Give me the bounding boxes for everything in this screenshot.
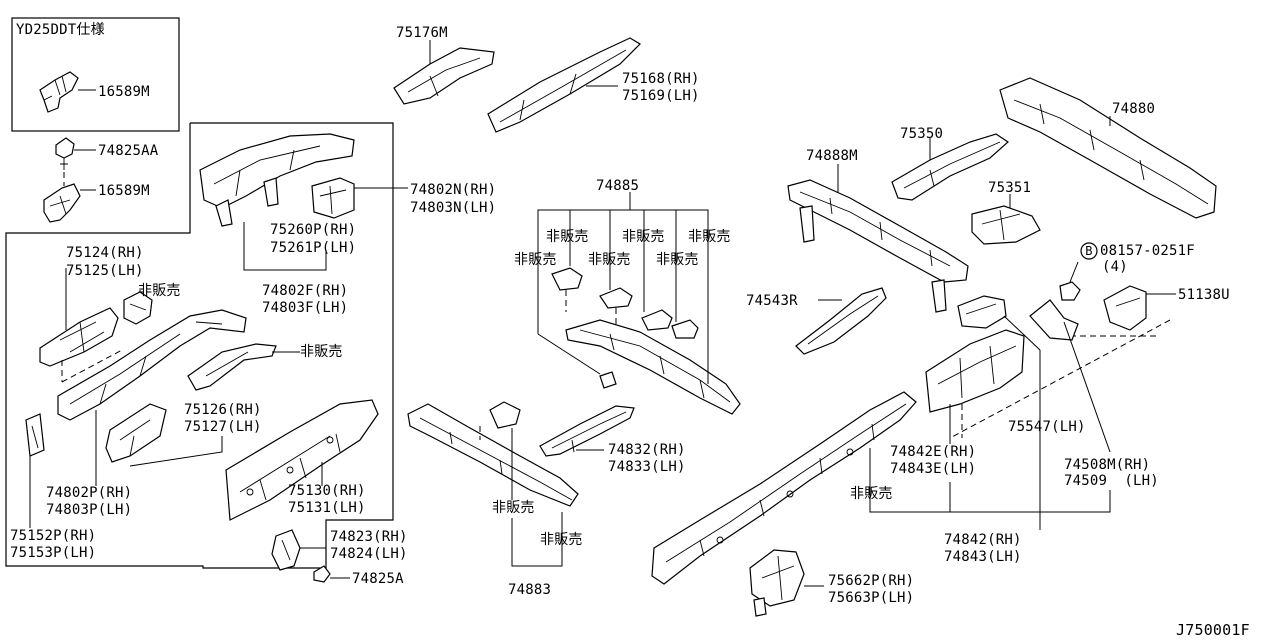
label-08157-qty: (4) (1102, 259, 1128, 275)
inset-frame (11, 17, 180, 132)
member-74883 (407, 401, 579, 567)
label-nonsale-1: 非販売 (138, 283, 181, 299)
label-74883: 74883 (508, 582, 552, 598)
label-75125: 75125(LH) (66, 263, 144, 279)
label-75152p: 75152P(RH) (10, 528, 97, 544)
panel-75130 (225, 399, 379, 521)
label-75127: 75127(LH) (184, 419, 262, 435)
member-74885 (537, 192, 741, 415)
bolt-08157 (1059, 242, 1098, 301)
label-75261p: 75261P(LH) (270, 240, 357, 256)
rail-74842 (651, 391, 1111, 585)
member-74832 (539, 405, 635, 457)
bracket-75662p (749, 549, 824, 617)
bracket-75260p (243, 177, 355, 271)
bracket-16589m-inset (39, 71, 96, 113)
dash-51138u (949, 319, 1171, 439)
label-74888m: 74888M (806, 148, 858, 164)
clip-74825aa (55, 137, 96, 170)
label-nonsale-3: 非販売 (546, 229, 589, 245)
inset-title: YD25DDT仕様 (16, 22, 105, 38)
label-nonsale-10: 非販売 (540, 532, 583, 548)
label-74843e: 74843E(LH) (890, 461, 977, 477)
label-75350: 75350 (900, 126, 944, 142)
label-74803f: 74803F(LH) (262, 300, 349, 316)
label-74825aa: 74825AA (98, 143, 159, 159)
label-74824: 74824(LH) (330, 546, 408, 562)
member-75350 (891, 133, 1009, 201)
label-75168: 75168(RH) (622, 71, 700, 87)
member-74880 (999, 77, 1217, 219)
label-74509: 74509 (LH) (1064, 473, 1159, 489)
member-75351 (971, 194, 1041, 245)
bracket-75547 (957, 295, 1041, 512)
label-08157: 08157-0251F (1100, 243, 1195, 259)
bracket-75152p (25, 413, 45, 528)
bracket-74823 (271, 529, 350, 583)
label-74833: 74833(LH) (608, 459, 686, 475)
label-nonsale-4: 非販売 (622, 229, 665, 245)
label-nonsale-11: 非販売 (850, 486, 893, 502)
label-74823: 74823(RH) (330, 529, 408, 545)
bracket-nonsale-1 (123, 290, 153, 325)
diagram-id: J750001F (1176, 621, 1250, 639)
label-16589m: 16589M (98, 183, 150, 199)
label-74802f: 74802F(RH) (262, 283, 349, 299)
label-nonsale-6: 非販売 (514, 252, 557, 268)
member-74888m (787, 164, 969, 313)
label-75663p: 75663P(LH) (828, 590, 915, 606)
member-74543r (795, 287, 887, 355)
label-75124: 75124(RH) (66, 245, 144, 261)
bolt-marker-letter: B (1085, 244, 1093, 258)
bracket-16589m (43, 172, 96, 223)
member-75124 (39, 268, 123, 383)
bracket-nonsale-2 (187, 343, 300, 391)
label-nonsale-5: 非販売 (688, 229, 731, 245)
label-51138u: 51138U (1178, 287, 1230, 303)
label-74880: 74880 (1112, 101, 1156, 117)
label-74842: 74842(RH) (944, 532, 1022, 548)
label-75260p: 75260P(RH) (270, 222, 357, 238)
member-74842e (925, 329, 1025, 444)
label-74508m: 74508M(RH) (1064, 457, 1151, 473)
label-74885: 74885 (596, 178, 640, 194)
label-75547: 75547(LH) (1008, 419, 1086, 435)
label-75131: 75131(LH) (288, 500, 366, 516)
label-75351: 75351 (988, 180, 1032, 196)
bolt-circle-marker (1080, 242, 1098, 260)
bracket-74508m (1029, 299, 1111, 453)
label-74842e: 74842E(RH) (890, 444, 977, 460)
label-nonsale-9: 非販売 (492, 500, 535, 516)
label-74802p: 74802P(RH) (46, 485, 133, 501)
label-nonsale-2: 非販売 (300, 344, 343, 360)
label-74832: 74832(RH) (608, 442, 686, 458)
member-75176m (393, 40, 495, 105)
label-75169: 75169(LH) (622, 88, 700, 104)
rail-74802p (57, 309, 247, 486)
rail-75168 (487, 37, 641, 133)
group-frame (5, 122, 394, 569)
label-16589m-inset: 16589M (98, 84, 150, 100)
bracket-51138u (1103, 285, 1176, 331)
label-nonsale-8: 非販売 (656, 252, 699, 268)
label-75176m: 75176M (396, 25, 448, 41)
member-75126 (105, 403, 223, 467)
label-74803n: 74803N(LH) (410, 200, 497, 216)
label-75126: 75126(RH) (184, 402, 262, 418)
label-74802n: 74802N(RH) (410, 182, 497, 198)
label-75153p: 75153P(LH) (10, 545, 97, 561)
rail-74802n (199, 133, 408, 227)
label-75130: 75130(RH) (288, 483, 366, 499)
label-74825a: 74825A (352, 571, 404, 587)
label-74843: 74843(LH) (944, 549, 1022, 565)
label-nonsale-7: 非販売 (588, 252, 631, 268)
label-75662p: 75662P(RH) (828, 573, 915, 589)
label-74543r: 74543R (746, 293, 798, 309)
label-74803p: 74803P(LH) (46, 502, 133, 518)
